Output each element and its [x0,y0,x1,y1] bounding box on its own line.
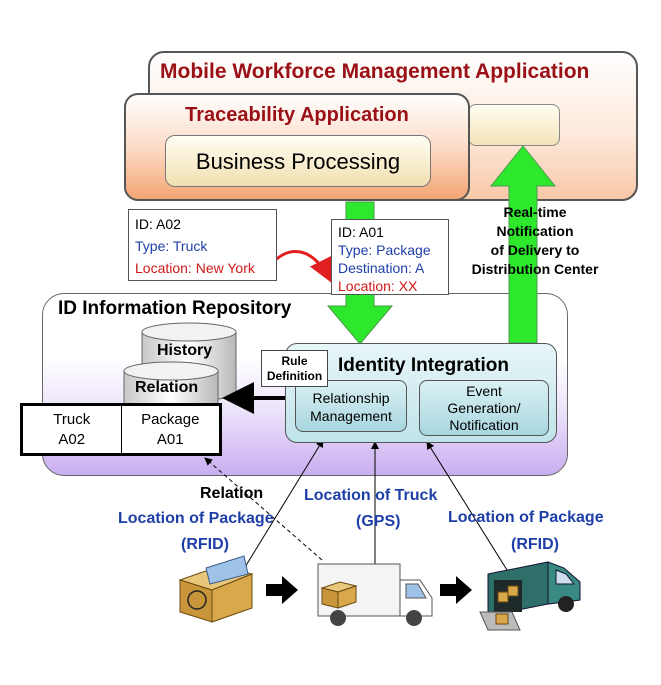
rule-line1: Rule [281,354,308,368]
flow-arrow-1 [266,576,298,604]
package-cell-id: A01 [156,431,184,448]
relation-table: Truck A02 Package A01 [20,403,222,456]
truck-cell-label: Truck [53,411,91,428]
truck-icon [317,563,433,626]
delivery-truck-icon [479,561,581,631]
relation-dashed-arrow [204,457,323,561]
relation-db-label: Relation [135,379,199,396]
history-label: History [157,342,213,359]
relationship-management-box: Relationship Management [295,380,407,432]
location-package-right-label: Location of Package [448,509,604,526]
realtime-line4: Distribution Center [471,261,599,277]
flow-arrow-2 [440,576,472,604]
repository-title: ID Information Repository [58,298,292,319]
truck-location: Location: New York [135,260,255,276]
truck-id-note: ID: A02 Type: Truck Location: New York [128,209,277,281]
realtime-notification-label: Real-time Notification of Delivery to Di… [455,203,615,279]
business-processing-box: Business Processing [165,135,431,187]
event-generation-box: Event Generation/ Notification [419,380,549,436]
rule-line2: Definition [266,369,323,383]
mobile-workforce-app-title: Mobile Workforce Management Application [160,60,590,83]
package-destination: Destination: A [338,260,425,276]
eg-line3: Notification [449,417,519,433]
red-curved-arrow [266,249,332,283]
truck-id: ID: A02 [135,216,181,232]
package-type: Type: Package [338,242,431,258]
package-rfid-left-arrow [241,439,324,573]
location-package-left-label: Location of Package [118,510,274,527]
package-location: Location: XX [338,278,418,294]
eg-line2: Generation/ [447,400,521,416]
eg-line1: Event [466,383,502,399]
rule-definition-note: Rule Definition [261,350,328,387]
rm-line1: Relationship [312,390,390,406]
package-box-icon [178,555,254,623]
green-up-arrow [489,145,557,344]
relation-label: Relation [200,485,264,502]
relation-cell-package: Package A01 [120,406,220,453]
realtime-line2: Notification [496,223,574,239]
gps-label: (GPS) [356,513,401,530]
identity-integration-title: Identity Integration [338,355,509,376]
rfid-right-label: (RFID) [511,536,559,553]
package-rfid-right-arrow [426,441,508,571]
traceability-app-title: Traceability Application [185,104,409,126]
truck-type: Type: Truck [135,238,208,254]
realtime-line1: Real-time [503,204,567,220]
relation-cell-truck: Truck A02 [23,406,121,453]
truck-cell-id: A02 [58,431,86,448]
realtime-line3: of Delivery to [490,242,580,258]
package-id-note: ID: A01 Type: Package Destination: A Loc… [331,219,449,295]
package-id: ID: A01 [338,224,384,240]
rfid-left-label: (RFID) [181,536,229,553]
location-truck-label: Location of Truck [304,487,438,504]
package-cell-label: Package [141,411,200,428]
rm-line2: Management [310,408,392,424]
